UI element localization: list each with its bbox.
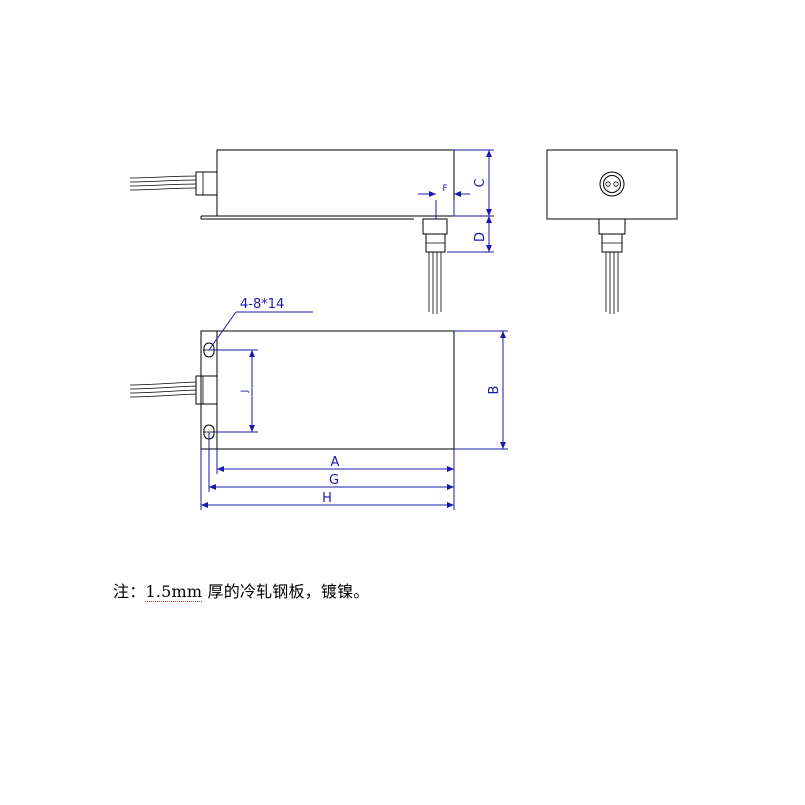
side-connector: [195, 171, 218, 196]
dim-c: C: [454, 149, 494, 217]
dim-d: D: [447, 216, 494, 253]
dim-a-label: A: [331, 455, 340, 470]
side-cable: [129, 175, 197, 191]
dim-f: F: [418, 184, 470, 219]
side-gland: [422, 218, 448, 314]
end-gland: [598, 218, 626, 314]
top-connector: [195, 375, 218, 405]
dim-b: B: [454, 330, 508, 450]
dim-c-label: C: [473, 178, 488, 187]
holes-callout-label: 4-8*14: [240, 297, 284, 312]
dim-j: J: [214, 349, 258, 433]
dim-j-label: J: [240, 390, 250, 394]
horizontal-dimensions: [200, 432, 455, 510]
connector-socket: [599, 171, 625, 197]
dim-b-label: B: [487, 386, 502, 395]
dim-a: A: [217, 455, 454, 472]
note-text: 厚的冷轧钢板，镀镍。: [202, 582, 370, 601]
top-cable: [129, 381, 197, 398]
dim-g: G: [209, 473, 454, 490]
dim-h-label: H: [322, 491, 332, 506]
top-view: [129, 330, 455, 450]
end-view: [546, 149, 678, 314]
dim-h: H: [201, 491, 454, 508]
note-prefix: 注：: [113, 582, 146, 601]
end-view-body: [546, 149, 678, 220]
dim-g-label: G: [329, 473, 339, 488]
dim-d-label: D: [473, 232, 488, 242]
side-view: [129, 149, 455, 314]
holes-callout: 4-8*14: [208, 297, 313, 351]
top-view-body: [216, 330, 455, 450]
note-thickness: 1.5mm: [145, 582, 203, 602]
material-note: 注：1.5mm 厚的冷轧钢板，镀镍。: [113, 578, 370, 602]
side-view-body: [216, 149, 455, 217]
dim-f-label: F: [442, 184, 447, 194]
